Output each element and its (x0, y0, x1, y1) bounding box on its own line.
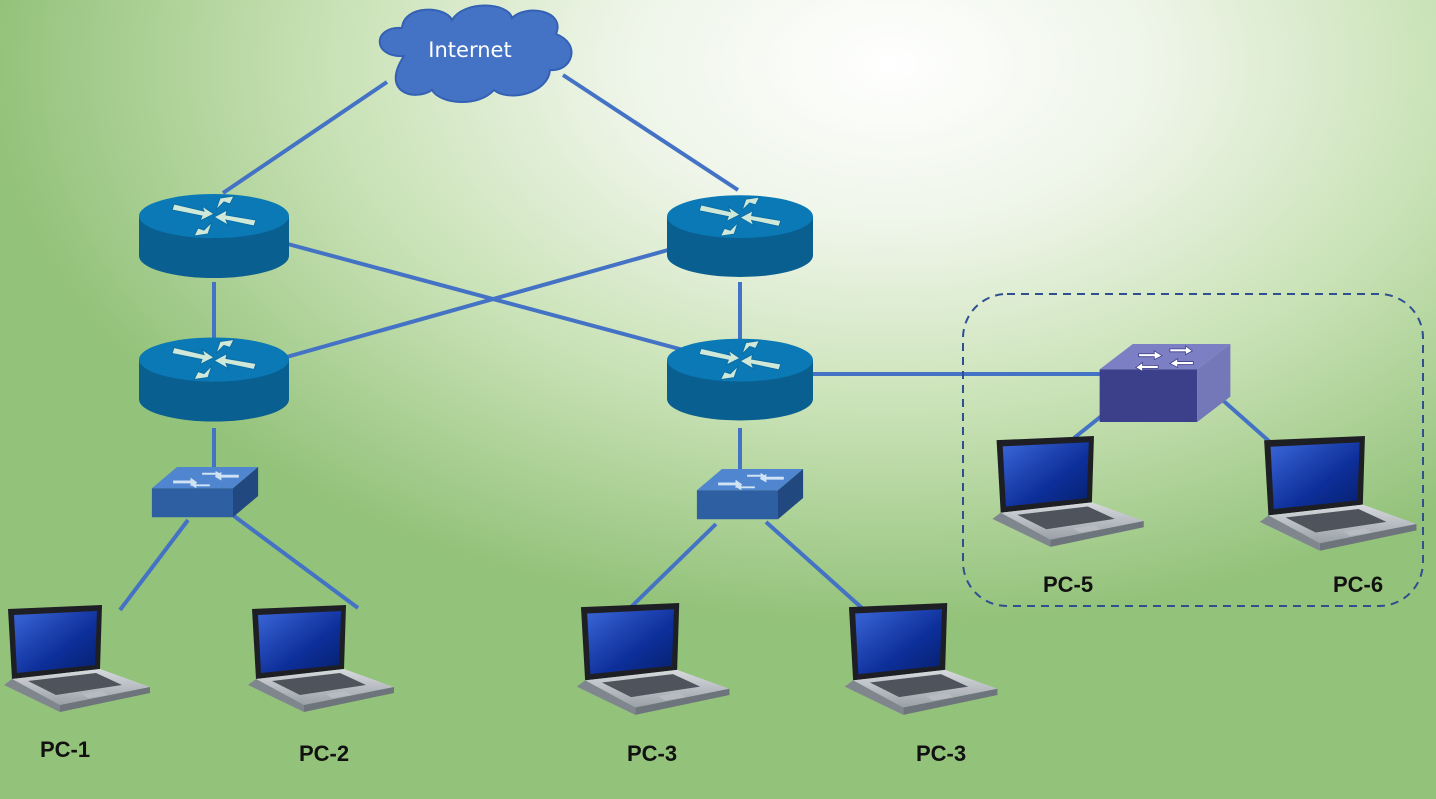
laptop-pc5 (992, 436, 1144, 547)
link-switch-mid-pc3b (764, 520, 864, 610)
pc-group-boundary (962, 293, 1424, 607)
laptop-pc2 (248, 605, 394, 712)
link-switch-mid-pc3a (628, 522, 718, 610)
laptop-pc3a (576, 603, 730, 715)
pc3a-label: PC-3 (626, 741, 678, 766)
link-switch-left-pc1 (118, 518, 190, 612)
internet-label: Internet (428, 38, 512, 62)
switch-left (151, 467, 259, 518)
link-internet-router-tl (221, 80, 389, 195)
internet-cloud (378, 4, 573, 104)
router-top-left (139, 194, 289, 278)
network-links (118, 73, 1272, 612)
router-bottom-right (667, 339, 813, 421)
router-bottom-left (139, 338, 289, 422)
switch-right (1099, 344, 1231, 423)
pc1-label: PC-1 (39, 737, 91, 762)
router-top-right (667, 195, 813, 277)
switch-middle (696, 469, 804, 520)
link-router-tl-router-br (283, 241, 729, 364)
link-switch-right-pc6 (1216, 394, 1272, 444)
link-switch-left-pc2 (232, 514, 360, 610)
pc3b-label: PC-3 (915, 741, 967, 766)
laptop-pc1 (4, 605, 150, 712)
link-internet-router-tr (561, 73, 740, 192)
pc5-label: PC-5 (1042, 572, 1094, 597)
pc6-label: PC-6 (1332, 572, 1384, 597)
laptop-pc6 (1259, 436, 1417, 551)
laptop-pc3b (844, 603, 998, 715)
link-router-tr-router-bl (282, 248, 669, 360)
pc2-label: PC-2 (298, 741, 350, 766)
